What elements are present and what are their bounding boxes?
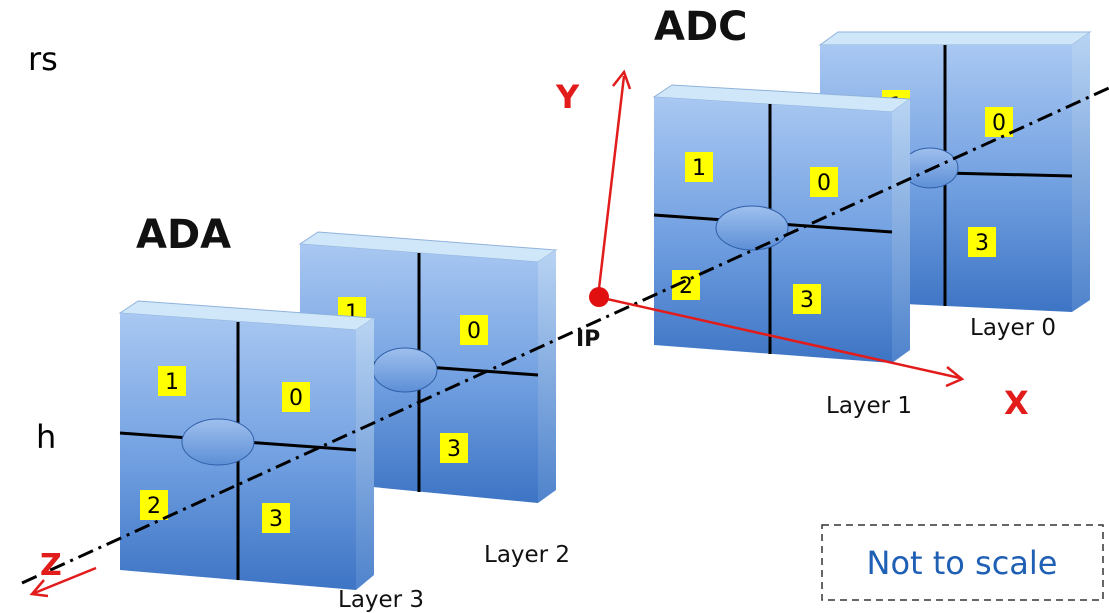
layer-1-quad-1: 1 (692, 156, 706, 181)
y-axis-arrow (596, 69, 632, 298)
layer-3-module: 1 0 2 3 (118, 300, 376, 590)
layer-1-label: Layer 1 (826, 393, 912, 419)
note-box (821, 524, 1104, 601)
layer-3-quad-1: 1 (165, 370, 179, 395)
cut-text-top: rs (28, 40, 58, 78)
x-axis-label: X (1004, 384, 1029, 422)
layer-2-quad-0: 0 (467, 319, 481, 344)
note-text: Not to scale (867, 544, 1058, 582)
layer-0-quad-0: 0 (992, 111, 1006, 136)
y-axis-label: Y (555, 78, 580, 116)
layer-3-quad-2: 2 (147, 494, 161, 519)
layer-2-label: Layer 2 (484, 542, 570, 568)
cut-text-mid: h (36, 418, 56, 456)
group-label-adc: ADC (654, 4, 748, 50)
z-axis-label: Z (40, 548, 62, 583)
layer-0-quad-3: 3 (975, 231, 989, 256)
layer-3-quad-0: 0 (289, 386, 303, 411)
layer-0-label: Layer 0 (970, 315, 1056, 341)
beam-axis-line (21, 86, 1109, 585)
x-axis-arrow (597, 295, 965, 388)
layer-1-quad-3: 3 (800, 288, 814, 313)
layer-2-quad-3: 3 (447, 437, 461, 462)
layer-1-quad-0: 0 (817, 171, 831, 196)
layer-3-quad-3: 3 (269, 507, 283, 532)
group-label-ada: ADA (136, 212, 231, 258)
layer-3-label: Layer 3 (338, 587, 424, 613)
layer-1-quad-2: 2 (679, 274, 693, 299)
ip-label: IP (576, 327, 600, 352)
layer-1-module: 1 0 2 3 (652, 84, 912, 363)
z-axis-arrow (29, 566, 97, 598)
ip-point (589, 287, 609, 307)
